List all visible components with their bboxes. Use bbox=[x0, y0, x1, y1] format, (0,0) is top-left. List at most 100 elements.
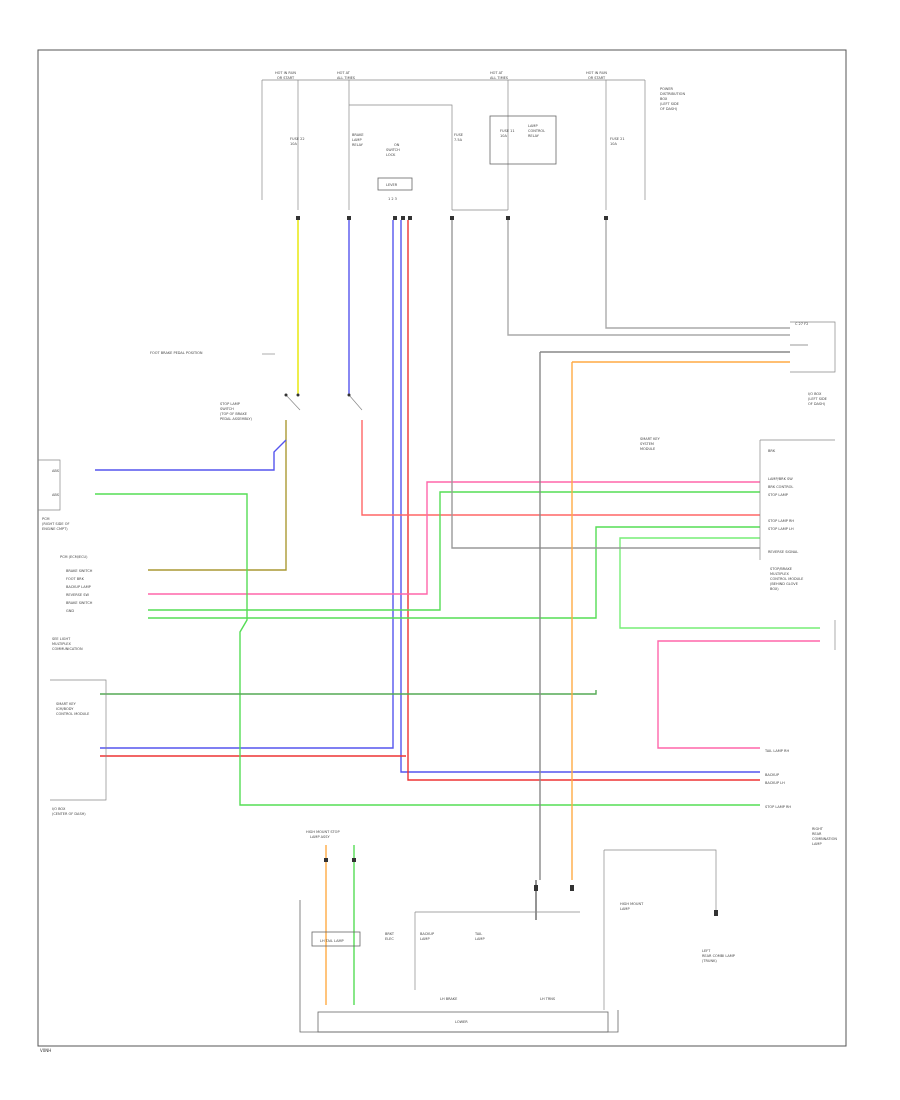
svg-text:1 2 3: 1 2 3 bbox=[388, 197, 397, 201]
wire-green-1 bbox=[95, 493, 760, 806]
svg-text:FOOT BRAKE PEDAL POSITION: FOOT BRAKE PEDAL POSITION bbox=[150, 351, 203, 355]
wire-blue-bottom bbox=[400, 220, 760, 773]
wire-gray-3 bbox=[451, 220, 760, 549]
svg-text:RIGHT: RIGHT bbox=[812, 827, 824, 831]
svg-text:SMART KEY: SMART KEY bbox=[640, 437, 661, 441]
svg-text:STOP LAMP LH: STOP LAMP LH bbox=[768, 527, 794, 531]
svg-text:FUSE 22: FUSE 22 bbox=[290, 137, 305, 141]
svg-text:MODULE: MODULE bbox=[640, 447, 655, 451]
wire-blue-left bbox=[95, 439, 287, 471]
svg-text:CONTROL: CONTROL bbox=[528, 129, 545, 133]
wire-green-3 bbox=[148, 526, 760, 619]
svg-text:LEFT: LEFT bbox=[702, 949, 711, 953]
wire-tan bbox=[148, 420, 287, 571]
wire-green-5 bbox=[619, 537, 820, 629]
svg-text:ALL TIMES: ALL TIMES bbox=[337, 76, 356, 80]
svg-text:OF DASH): OF DASH) bbox=[660, 107, 678, 111]
svg-text:ON: ON bbox=[394, 143, 400, 147]
svg-text:C 27 F2: C 27 F2 bbox=[795, 322, 808, 326]
svg-text:BOX): BOX) bbox=[770, 587, 779, 591]
svg-text:HOT AT: HOT AT bbox=[490, 71, 504, 75]
svg-text:LAMP/BRK SW: LAMP/BRK SW bbox=[768, 477, 793, 481]
svg-text:POWER: POWER bbox=[660, 87, 674, 91]
svg-text:ICM/BODY: ICM/BODY bbox=[56, 707, 74, 711]
wire-gray-2 bbox=[605, 220, 790, 329]
svg-text:RELAY: RELAY bbox=[528, 134, 540, 138]
svg-text:LAMP: LAMP bbox=[352, 138, 362, 142]
svg-text:REAR COMBI LAMP: REAR COMBI LAMP bbox=[702, 954, 735, 958]
svg-text:OF DASH): OF DASH) bbox=[808, 402, 826, 406]
svg-text:7.5A: 7.5A bbox=[454, 138, 463, 142]
svg-text:OR START: OR START bbox=[588, 76, 606, 80]
bottom-modules: HIGH MOUNT STOP LAMP ASSY LH TAIL LAMP B… bbox=[299, 830, 735, 1033]
svg-text:OR START: OR START bbox=[277, 76, 295, 80]
svg-text:PCM: PCM bbox=[42, 517, 50, 521]
svg-text:10A: 10A bbox=[290, 142, 297, 146]
svg-text:HOT IN RUN: HOT IN RUN bbox=[586, 71, 607, 75]
svg-text:MULTIPLEX: MULTIPLEX bbox=[52, 642, 71, 646]
svg-text:ALL TIMES: ALL TIMES bbox=[490, 76, 509, 80]
svg-text:LH BRAKE: LH BRAKE bbox=[440, 997, 457, 1001]
fuse-connectors bbox=[296, 216, 608, 220]
svg-text:LAMP: LAMP bbox=[420, 937, 430, 941]
svg-text:ABS: ABS bbox=[52, 469, 60, 473]
wire-green-2 bbox=[148, 491, 760, 611]
svg-text:BOX: BOX bbox=[660, 97, 668, 101]
svg-text:LH TRNS: LH TRNS bbox=[540, 997, 556, 1001]
svg-text:CONTROL MODULE: CONTROL MODULE bbox=[56, 712, 89, 716]
svg-text:STOP LAMP: STOP LAMP bbox=[768, 493, 788, 497]
svg-text:GND: GND bbox=[66, 609, 74, 613]
svg-text:PEDAL ASSEMBLY): PEDAL ASSEMBLY) bbox=[220, 417, 253, 421]
svg-text:LAMP: LAMP bbox=[475, 937, 485, 941]
wire-blue-main bbox=[100, 220, 394, 749]
svg-text:HOT AT: HOT AT bbox=[337, 71, 351, 75]
svg-text:FUSE 21: FUSE 21 bbox=[610, 137, 625, 141]
svg-text:SWITCH: SWITCH bbox=[220, 407, 234, 411]
svg-text:CONTROL MODULE: CONTROL MODULE bbox=[770, 577, 803, 581]
svg-text:(TRUNK): (TRUNK) bbox=[702, 959, 717, 963]
svg-text:BRK CONTROL: BRK CONTROL bbox=[768, 485, 793, 489]
wire-gray-1 bbox=[507, 220, 790, 336]
svg-text:STOP LAMP: STOP LAMP bbox=[220, 402, 240, 406]
svg-text:BRKT: BRKT bbox=[385, 932, 395, 936]
wire-pink-tail bbox=[657, 640, 820, 749]
svg-text:BRK: BRK bbox=[768, 449, 776, 453]
svg-text:BRAKE: BRAKE bbox=[352, 133, 364, 137]
svg-text:RELAY: RELAY bbox=[352, 143, 364, 147]
svg-text:(RIGHT SIDE OF: (RIGHT SIDE OF bbox=[42, 522, 69, 526]
svg-text:LAMP: LAMP bbox=[528, 124, 538, 128]
svg-text:10A: 10A bbox=[610, 142, 617, 146]
svg-text:REVERSE SIGNAL: REVERSE SIGNAL bbox=[768, 550, 798, 554]
svg-text:COMMUNICATION: COMMUNICATION bbox=[52, 647, 83, 651]
wire-orange bbox=[571, 361, 790, 880]
svg-text:(CENTER OF DASH): (CENTER OF DASH) bbox=[52, 812, 86, 816]
left-module-connectors: ABS ABS PCM (RIGHT SIDE OF ENGINE CMPT) … bbox=[38, 459, 107, 816]
svg-text:HIGH MOUNT: HIGH MOUNT bbox=[620, 902, 644, 906]
brake-switch: STOP LAMP SWITCH (TOP OF BRAKE PEDAL ASS… bbox=[150, 351, 363, 421]
svg-text:FUSE 11: FUSE 11 bbox=[500, 129, 515, 133]
svg-text:REVERSE SW: REVERSE SW bbox=[66, 593, 89, 597]
svg-text:LEVER: LEVER bbox=[386, 183, 398, 187]
svg-text:FOOT BRK: FOOT BRK bbox=[66, 577, 85, 581]
svg-text:BACKUP LH: BACKUP LH bbox=[765, 781, 785, 785]
wire-red-right bbox=[361, 420, 760, 516]
svg-text:ENGINE CMPT): ENGINE CMPT) bbox=[42, 527, 68, 531]
svg-text:BACKUP: BACKUP bbox=[765, 773, 779, 777]
svg-text:LAMP: LAMP bbox=[620, 907, 630, 911]
wire-green-4 bbox=[100, 690, 597, 695]
svg-text:LOWER: LOWER bbox=[455, 1020, 468, 1024]
svg-text:I/O BOX: I/O BOX bbox=[808, 392, 822, 396]
svg-text:TAIL LAMP RH: TAIL LAMP RH bbox=[764, 749, 789, 753]
svg-text:STOP/BRAKE: STOP/BRAKE bbox=[770, 567, 792, 571]
svg-text:LAMP ASSY: LAMP ASSY bbox=[310, 835, 331, 839]
svg-text:(LEFT SIDE: (LEFT SIDE bbox=[808, 397, 827, 401]
svg-text:SMART KEY: SMART KEY bbox=[56, 702, 77, 706]
svg-text:(LEFT SIDE: (LEFT SIDE bbox=[660, 102, 679, 106]
svg-text:FUSE: FUSE bbox=[454, 133, 463, 137]
svg-text:LAMP: LAMP bbox=[812, 842, 822, 846]
svg-text:HOT IN RUN: HOT IN RUN bbox=[275, 71, 296, 75]
svg-text:LH TAIL LAMP: LH TAIL LAMP bbox=[320, 939, 344, 943]
svg-text:DISTRIBUTION: DISTRIBUTION bbox=[660, 92, 685, 96]
svg-text:ABS: ABS bbox=[52, 493, 60, 497]
svg-text:(TOP OF BRAKE: (TOP OF BRAKE bbox=[220, 412, 247, 416]
